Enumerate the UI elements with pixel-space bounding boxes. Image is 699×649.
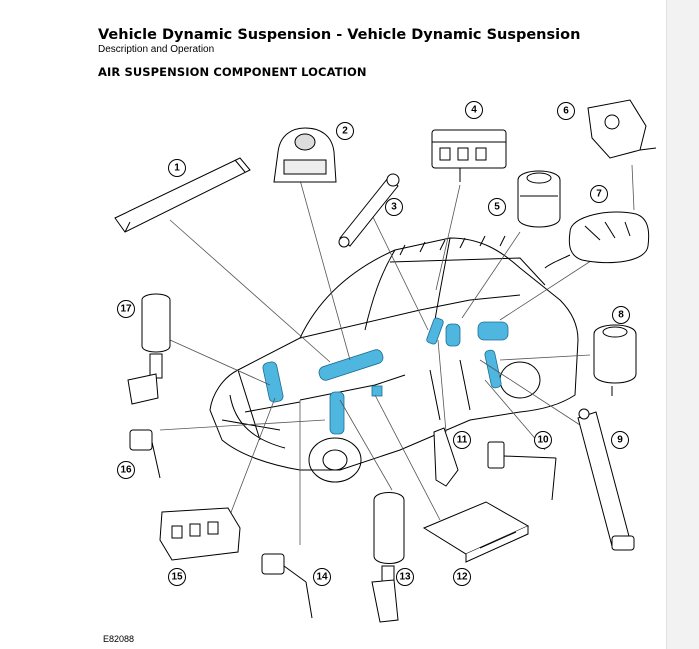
section-heading: AIR SUSPENSION COMPONENT LOCATION [98,65,367,79]
callout-label: 6 [563,106,569,117]
callout-label: 4 [471,105,477,116]
callout-7: 7 [590,185,608,203]
callout-11: 11 [453,431,471,449]
callout-label: 15 [171,572,183,583]
callout-9: 9 [611,431,629,449]
highlight-rear-spring [445,323,461,347]
callout-8: 8 [612,306,630,324]
callout-10: 10 [534,431,552,449]
callout-label: 5 [494,202,500,213]
highlight-air-supply [477,321,509,341]
component-height-sensor-front [261,553,313,619]
component-height-sensor-rear [487,441,557,501]
component-front-strut [371,492,405,623]
callout-label: 16 [120,465,132,476]
component-height-sensor-bracket [433,427,459,487]
component-rear-damper [577,408,635,551]
component-switch-pack [273,127,337,183]
callout-12: 12 [453,568,471,586]
callout-label: 3 [391,202,397,213]
highlight-rear-damper [484,349,502,389]
callout-label: 8 [618,310,624,321]
callout-4: 4 [465,101,483,119]
callout-label: 1 [174,163,180,174]
callout-label: 7 [596,189,602,200]
callout-6: 6 [557,102,575,120]
component-rear-air-spring [517,170,561,228]
component-valve-block-front [159,507,241,561]
callout-2: 2 [336,122,354,140]
callout-14: 14 [313,568,331,586]
callout-1: 1 [168,159,186,177]
component-air-supply-unit [544,211,650,269]
callout-label: 17 [120,304,132,315]
callout-17: 17 [117,300,135,318]
component-damper-front [338,173,400,248]
callout-label: 10 [537,435,549,446]
component-control-module [422,501,530,563]
callout-label: 9 [617,435,623,446]
callout-label: 13 [399,572,411,583]
callout-label: 12 [456,572,468,583]
figure-reference: E82088 [103,634,135,644]
component-valve-block [431,129,507,182]
highlight-front-right-strut [329,391,345,435]
callout-label: 11 [457,435,468,446]
document-title: Vehicle Dynamic Suspension - Vehicle Dyn… [98,27,581,43]
document-header: Vehicle Dynamic Suspension - Vehicle Dyn… [98,26,658,79]
callout-label: 2 [342,126,348,137]
callout-markers: 1 2 3 4 5 6 7 8 [117,101,630,586]
component-reservoir [114,157,251,233]
callout-5: 5 [488,198,506,216]
highlighted-components [262,317,509,435]
air-suspension-diagram: 1 2 3 4 5 6 7 8 [114,99,657,623]
component-front-air-strut [127,293,171,405]
callout-label: 14 [316,572,328,583]
highlight-control-module [371,385,383,397]
highlight-valve-block [426,317,444,345]
component-compressor-valve [587,99,657,159]
leader-lines [159,164,635,545]
callout-16: 16 [117,461,135,479]
page-scroll-margin [666,0,699,649]
document-subtitle: Description and Operation [98,44,215,55]
callout-3: 3 [385,198,403,216]
callout-15: 15 [168,568,186,586]
callout-13: 13 [396,568,414,586]
highlight-reservoir [318,349,384,381]
highlight-front-left-strut [262,361,284,403]
component-front-air-spring [593,324,637,396]
component-height-sensor-left [129,429,161,479]
